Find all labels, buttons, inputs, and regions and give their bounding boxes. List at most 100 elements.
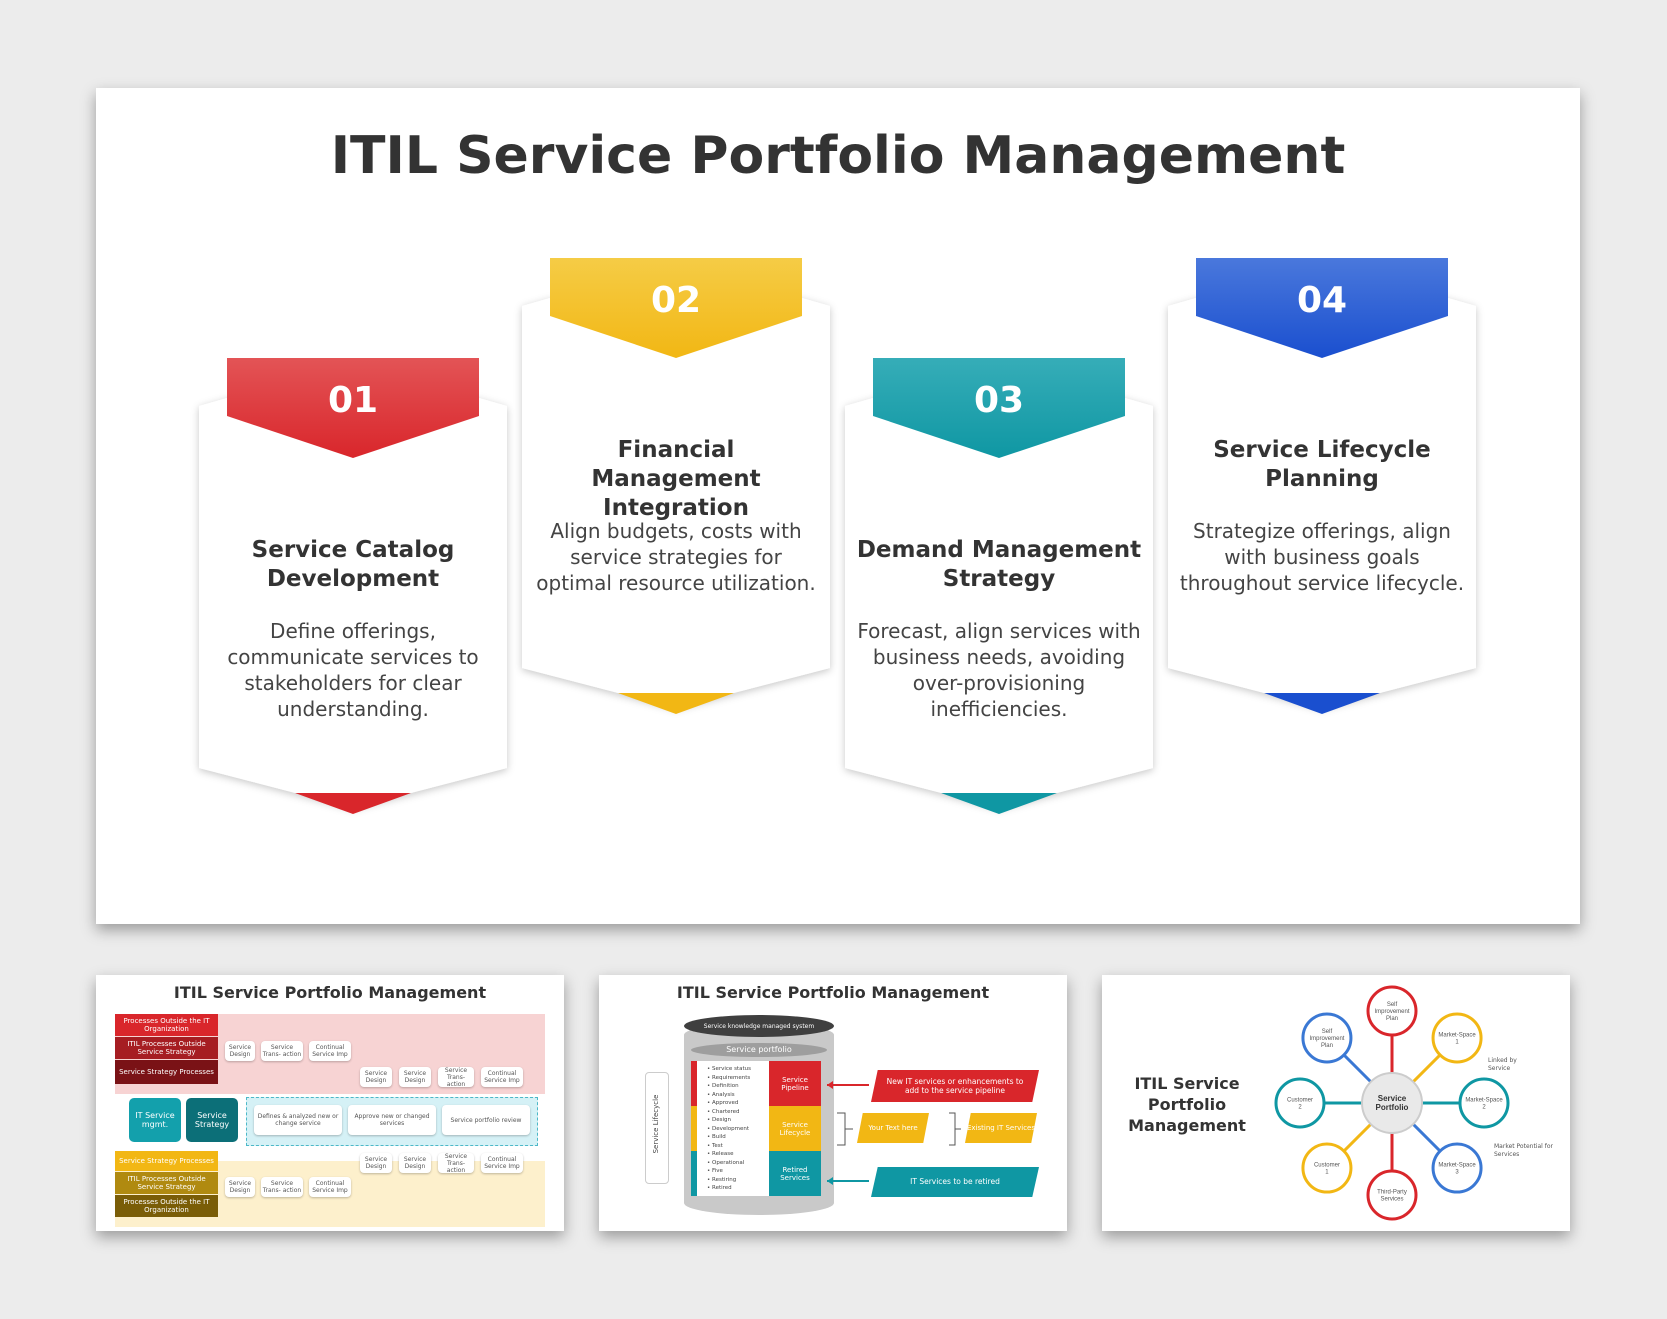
label-outside-top: Processes Outside the IT Organization <box>115 1014 218 1036</box>
new-services-banner: New IT services or enhancements to add t… <box>871 1070 1039 1102</box>
portfolio-label: Service portfolio <box>726 1045 792 1054</box>
card-number-2: 02 <box>650 280 702 321</box>
card-description-4: Strategize offerings, align with busines… <box>1179 519 1465 595</box>
card-title-2: Financial Management Integration <box>591 437 761 521</box>
card-number-4: 04 <box>1296 280 1348 321</box>
linked-label: Linked by Service <box>1488 1057 1517 1072</box>
box-service-design-1: Service Design <box>225 1041 255 1061</box>
status-list-item: • Definition <box>707 1083 739 1089</box>
label-itil-outside-bottom: ITIL Processes Outside Service Strategy <box>115 1172 218 1194</box>
status-list-item: • Build <box>707 1134 726 1140</box>
side-label-box <box>645 1072 669 1184</box>
status-list-item: • Five <box>707 1168 723 1174</box>
market-potential-label: Market Potential for Services <box>1494 1143 1553 1158</box>
box-service-design-3: Service Design <box>399 1067 431 1087</box>
thumbnail-slide-1[interactable]: ITIL Service Portfolio Management Proces… <box>96 975 564 1231</box>
box-service-transaction-4: Service Trans- action <box>261 1177 303 1197</box>
approve-box: Approve new or changed services <box>348 1105 436 1135</box>
retire-banner: IT Services to be retired <box>871 1167 1039 1197</box>
box-service-transaction-2: Service Trans- action <box>438 1067 474 1088</box>
box-service-transaction-3: Service Trans- action <box>438 1153 474 1174</box>
status-list-item: • Restiring <box>707 1176 737 1183</box>
box-service-design-5: Service Design <box>399 1153 431 1173</box>
box-service-design-2: Service Design <box>360 1067 392 1087</box>
box-continual-2: Continual Service Imp <box>481 1067 523 1087</box>
card-shape-1 <box>199 358 507 814</box>
service-strategy: Service Strategy <box>186 1098 238 1142</box>
card-number-1: 01 <box>327 380 379 421</box>
thumb2-title: ITIL Service Portfolio Management <box>676 983 990 1002</box>
card-title-3: Demand Management Strategy <box>856 537 1142 592</box>
status-list-item: • Development <box>707 1125 750 1132</box>
thumb1-title: ITIL Service Portfolio Management <box>173 983 487 1002</box>
card-number-3: 03 <box>973 380 1025 421</box>
list-stripe-teal <box>691 1151 697 1196</box>
segment-lifecycle: Service Lifecycle <box>769 1106 821 1151</box>
status-list-item: • Analysis <box>707 1091 735 1098</box>
thumb3-title: ITIL Service Portfolio Management <box>1128 1074 1246 1135</box>
box-service-transaction-1: Service Trans- action <box>261 1041 303 1061</box>
connector-lines <box>827 1081 961 1185</box>
status-list-item: • Service status <box>707 1066 751 1072</box>
hub-node <box>1301 1142 1353 1194</box>
segment-retired: Retired Services <box>769 1151 821 1196</box>
thumbnail-slide-2[interactable]: ITIL Service Portfolio Management Servic… <box>599 975 1067 1231</box>
card-description-3: Forecast, align services with business n… <box>857 619 1141 721</box>
card-shape-3 <box>845 358 1153 814</box>
segment-pipeline: Service Pipeline <box>769 1061 821 1106</box>
label-outside-bottom: Processes Outside the IT Organization <box>115 1195 218 1217</box>
status-list-item: • Release <box>707 1151 734 1157</box>
card-shape-4 <box>1168 258 1476 714</box>
status-list-item: • Approved <box>707 1100 739 1106</box>
status-list-item: • Requirements <box>707 1074 751 1081</box>
hub-node <box>1301 1012 1353 1064</box>
label-itil-outside-top: ITIL Processes Outside Service Strategy <box>115 1037 218 1059</box>
review-box: Service portfolio review <box>442 1105 530 1135</box>
defines-box: Defines & analyzed new or change service <box>254 1105 342 1135</box>
card-description-1: Define offerings, communicate services t… <box>227 619 479 721</box>
hub-node <box>1274 1077 1326 1129</box>
status-list-item: • Chartered <box>707 1108 740 1115</box>
card-title-1: Service Catalog Development <box>251 537 455 592</box>
box-service-design-6: Service Design <box>225 1177 255 1197</box>
it-service-mgmt: IT Service mgmt. <box>129 1098 181 1142</box>
status-list: • Service status • Requirements • Definiti… <box>707 1065 787 1193</box>
cylinder-top <box>684 1015 834 1037</box>
list-stripe-yellow <box>691 1106 697 1151</box>
card-title-4: Service Lifecycle Planning <box>1213 437 1431 492</box>
label-ssp-bottom: Service Strategy Processes <box>115 1151 218 1171</box>
main-title: ITIL Service Portfolio Management <box>330 126 1346 186</box>
status-list-item: • Retired <box>707 1185 732 1191</box>
list-stripe-red <box>691 1061 697 1106</box>
label-ssp-top: Service Strategy Processes <box>115 1060 218 1084</box>
your-text-banner: Your Text here <box>857 1113 929 1143</box>
cylinder-top-label: Service knowledge managed system <box>703 1023 815 1030</box>
card-shape-2 <box>522 258 830 714</box>
hub-node <box>1366 1169 1418 1221</box>
box-continual-1: Continual Service Imp <box>309 1041 351 1061</box>
box-continual-4: Continual Service Imp <box>309 1177 351 1197</box>
card-description-2: Align budgets, costs with service strate… <box>536 519 816 595</box>
hub-node <box>1431 1142 1483 1194</box>
status-list-item: • Operational <box>707 1159 745 1166</box>
box-continual-3: Continual Service Imp <box>481 1153 523 1173</box>
status-list-item: • Design <box>707 1117 731 1123</box>
hub-node <box>1431 1012 1483 1064</box>
status-list-item: • Test <box>707 1142 723 1149</box>
hub-center <box>1361 1072 1423 1134</box>
box-service-design-4: Service Design <box>360 1153 392 1173</box>
portfolio-ring <box>691 1043 827 1057</box>
